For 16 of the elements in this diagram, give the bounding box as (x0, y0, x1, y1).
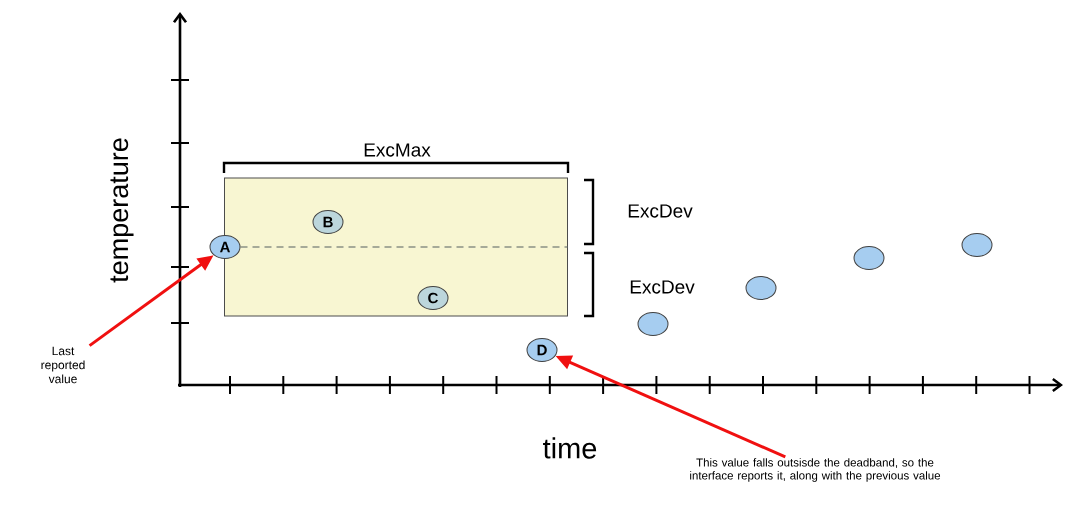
data-point: A (209, 235, 241, 259)
level-line (240, 246, 569, 248)
data-point (637, 312, 669, 336)
data-point: C (417, 286, 449, 310)
annotation-text: Last reported value (41, 346, 85, 384)
axis-label: ExcMax (364, 143, 431, 157)
data-point (853, 246, 885, 270)
annotation-text: This value falls outsisde the deadband, so the interface reports it, along with the previous value (690, 458, 941, 482)
axis-label: time (543, 437, 597, 459)
data-point (961, 233, 993, 257)
data-point: D (526, 338, 558, 362)
data-point (745, 276, 777, 300)
axis-label: temperature (110, 138, 134, 283)
axis-label: ExcDev (630, 280, 695, 294)
axis-label: ExcDev (628, 204, 693, 218)
data-point: B (312, 210, 344, 234)
